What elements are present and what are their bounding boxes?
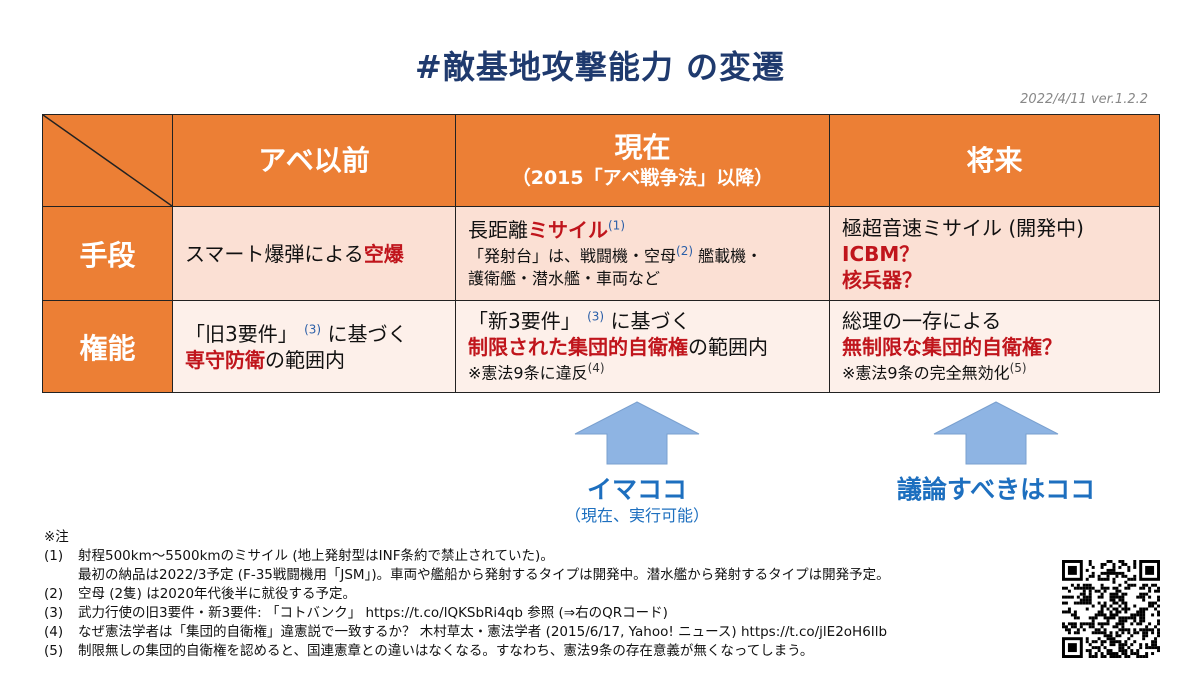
footnote-3: (3) 武力行使の旧3要件・新3要件: 「コトバンク」 https://t.co/…	[44, 604, 890, 623]
means-future-text: 極超音速ミサイル (開発中)	[842, 215, 1084, 240]
authority-before-highlight: 専守防衛	[185, 347, 265, 372]
diagonal-line-icon	[43, 115, 172, 206]
arrow-up-icon-future	[933, 401, 1059, 465]
means-future-cell: 極超音速ミサイル (開発中) ICBM？ 核兵器？	[829, 206, 1160, 301]
authority-before-based: に基づく	[327, 321, 408, 346]
arrow-up-icon-now	[574, 401, 700, 465]
means-before-cell: スマート爆弾による空爆	[172, 206, 456, 301]
authority-now-highlight: 制限された集団的自衛権	[468, 335, 688, 360]
qr-code-icon[interactable]	[1062, 560, 1160, 658]
means-row: 手段 スマート爆弾による空爆 長距離ミサイル(1) 「発射台」は、戦闘機・空母(…	[42, 206, 1160, 301]
version-label: 2022/4/11 ver.1.2.2	[1020, 92, 1148, 107]
authority-now-note: ※憲法9条に違反	[468, 363, 588, 383]
corner-cell	[42, 114, 173, 207]
row-header-means: 手段	[42, 206, 173, 301]
means-now-platforms-1: 「発射台」は、戦闘機・空母	[468, 246, 677, 266]
footnotes-heading: ※注	[44, 529, 69, 545]
col-header-now-sublabel: （2015「アベ戦争法」以降）	[511, 166, 774, 189]
footnote-num: (4)	[44, 624, 64, 640]
footnote-text: 武力行使の旧3要件・新3要件: 「コトバンク」 https://t.co/lQK…	[78, 605, 668, 621]
authority-before-scope: の範囲内	[265, 347, 345, 372]
authority-future-text: 総理の一存による	[842, 309, 1002, 334]
footnote-num: (3)	[44, 605, 64, 621]
authority-now-based: に基づく	[610, 309, 691, 334]
page-title: #敵基地攻撃能力 の変遷	[415, 48, 785, 86]
authority-now-req: 「新3要件」	[468, 309, 581, 334]
means-now-platforms-3: 護衛艦・潜水艦・車両など	[468, 268, 661, 288]
footnote-1b: 最初の納品は2022/3予定 (F-35戦闘機用「JSM」)。車両や艦船から発射…	[44, 566, 890, 585]
footnote-num: (1)	[44, 548, 64, 564]
col-header-before-label: アベ以前	[258, 143, 370, 177]
row-header-authority: 権能	[42, 300, 173, 393]
col-header-now-label: 現在	[614, 131, 671, 165]
footnote-num	[44, 566, 78, 585]
authority-future-highlight: 無制限な集団的自衛権？	[842, 335, 1062, 360]
footnote-num: (2)	[44, 586, 64, 602]
arrow-label-future: 議論すべきはココ	[896, 475, 1096, 504]
means-before-highlight: 空爆	[363, 241, 404, 266]
footnote-2: (2) 空母 (2隻) は2020年代後半に就役する予定。	[44, 585, 890, 604]
footnotes: ※注 (1) 射程500km〜5500kmのミサイル (地上発射型はINF条約で禁…	[44, 528, 890, 661]
footnote-text: なぜ憲法学者は「集団的自衛権」違憲説で一致するか？ 木村草太・憲法学者 (201…	[78, 624, 888, 640]
authority-now-scope: の範囲内	[688, 335, 768, 360]
ref-4: (4)	[587, 361, 605, 376]
means-now-platforms-2: 艦載機・	[698, 246, 763, 266]
ref-3-now: (3)	[587, 309, 605, 324]
means-now-highlight: ミサイル	[528, 217, 608, 242]
footnote-num: (5)	[44, 643, 64, 659]
col-header-future: 将来	[829, 114, 1160, 207]
ref-5: (5)	[1009, 361, 1027, 376]
footnote-text: 空母 (2隻) は2020年代後半に就役する予定。	[78, 586, 357, 602]
footnote-text: 制限無しの集団的自衛権を認めると、国連憲章との違いはなくなる。すなわち、憲法9条…	[78, 643, 814, 659]
col-header-before: アベ以前	[172, 114, 456, 207]
arrow-sublabel-now: （現在、実行可能）	[564, 506, 709, 525]
authority-row: 権能 「旧3要件」 (3) に基づく 専守防衛の範囲内 「新3要件」 (3) に…	[42, 300, 1160, 393]
means-before-text: スマート爆弾による	[185, 241, 364, 266]
comparison-table: アベ以前 現在 （2015「アベ戦争法」以降） 将来 手段 スマート爆弾による空…	[42, 114, 1160, 393]
col-header-now: 現在 （2015「アベ戦争法」以降）	[455, 114, 830, 207]
footnote-text: 射程500km〜5500kmのミサイル (地上発射型はINF条約で禁止されていた…	[78, 548, 554, 564]
authority-future-note: ※憲法9条の完全無効化	[842, 363, 1010, 383]
footnote-4: (4) なぜ憲法学者は「集団的自衛権」違憲説で一致するか？ 木村草太・憲法学者 (…	[44, 623, 890, 642]
means-future-icbm: ICBM？	[842, 241, 920, 266]
footnote-text: 最初の納品は2022/3予定 (F-35戦闘機用「JSM」)。車両や艦船から発射…	[78, 567, 890, 583]
ref-3-before: (3)	[304, 321, 322, 336]
col-header-future-label: 将来	[966, 143, 1023, 177]
ref-2: (2)	[676, 243, 694, 258]
ref-1: (1)	[608, 218, 625, 233]
authority-future-cell: 総理の一存による 無制限な集団的自衛権？ ※憲法9条の完全無効化(5)	[829, 300, 1160, 393]
arrow-label-now: イマココ	[586, 475, 687, 504]
means-now-cell: 長距離ミサイル(1) 「発射台」は、戦闘機・空母(2) 艦載機・ 護衛艦・潜水艦…	[455, 206, 830, 301]
means-now-text: 長距離	[468, 217, 528, 242]
authority-before-cell: 「旧3要件」 (3) に基づく 専守防衛の範囲内	[172, 300, 456, 393]
authority-before-req: 「旧3要件」	[185, 321, 298, 346]
authority-now-cell: 「新3要件」 (3) に基づく 制限された集団的自衛権の範囲内 ※憲法9条に違反…	[455, 300, 830, 393]
means-future-nuclear: 核兵器？	[842, 267, 922, 292]
footnote-5: (5) 制限無しの集団的自衛権を認めると、国連憲章との違いはなくなる。すなわち、憲…	[44, 642, 890, 661]
footnote-1: (1) 射程500km〜5500kmのミサイル (地上発射型はINF条約で禁止され…	[44, 547, 890, 566]
header-row: アベ以前 現在 （2015「アベ戦争法」以降） 将来	[42, 114, 1160, 207]
